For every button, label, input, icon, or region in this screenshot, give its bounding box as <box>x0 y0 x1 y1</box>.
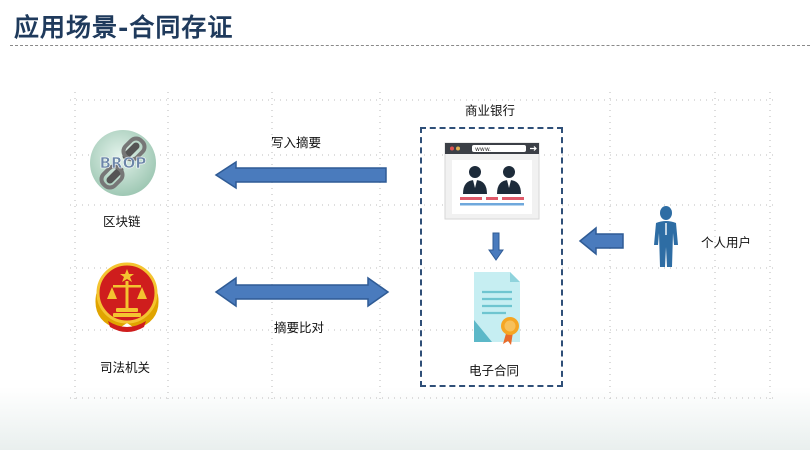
title-divider <box>10 45 810 46</box>
page-title: 应用场景-合同存证 <box>14 13 234 42</box>
blockchain-logo-text: BROP <box>100 154 147 172</box>
browser-url-text: www. <box>475 146 491 153</box>
down-arrow-icon <box>488 232 504 261</box>
user-to-bank-arrow <box>578 226 624 256</box>
judiciary-emblem-icon <box>95 262 159 332</box>
bank-browser-icon: www. <box>444 142 540 220</box>
contract-label: 电子合同 <box>469 363 520 378</box>
compare-digest-label: 摘要比对 <box>274 320 325 335</box>
person-user-icon <box>654 206 678 267</box>
write-digest-label: 写入摘要 <box>271 135 322 150</box>
judiciary-label: 司法机关 <box>100 360 151 375</box>
contract-document-icon <box>474 272 520 345</box>
user-label: 个人用户 <box>701 235 752 250</box>
compare-digest-arrow <box>214 276 390 308</box>
write-digest-arrow <box>214 160 387 190</box>
blockchain-icon: BROP <box>90 130 156 196</box>
bank-container <box>420 127 563 387</box>
bank-label: 商业银行 <box>465 103 516 118</box>
blockchain-label: 区块链 <box>103 214 141 229</box>
